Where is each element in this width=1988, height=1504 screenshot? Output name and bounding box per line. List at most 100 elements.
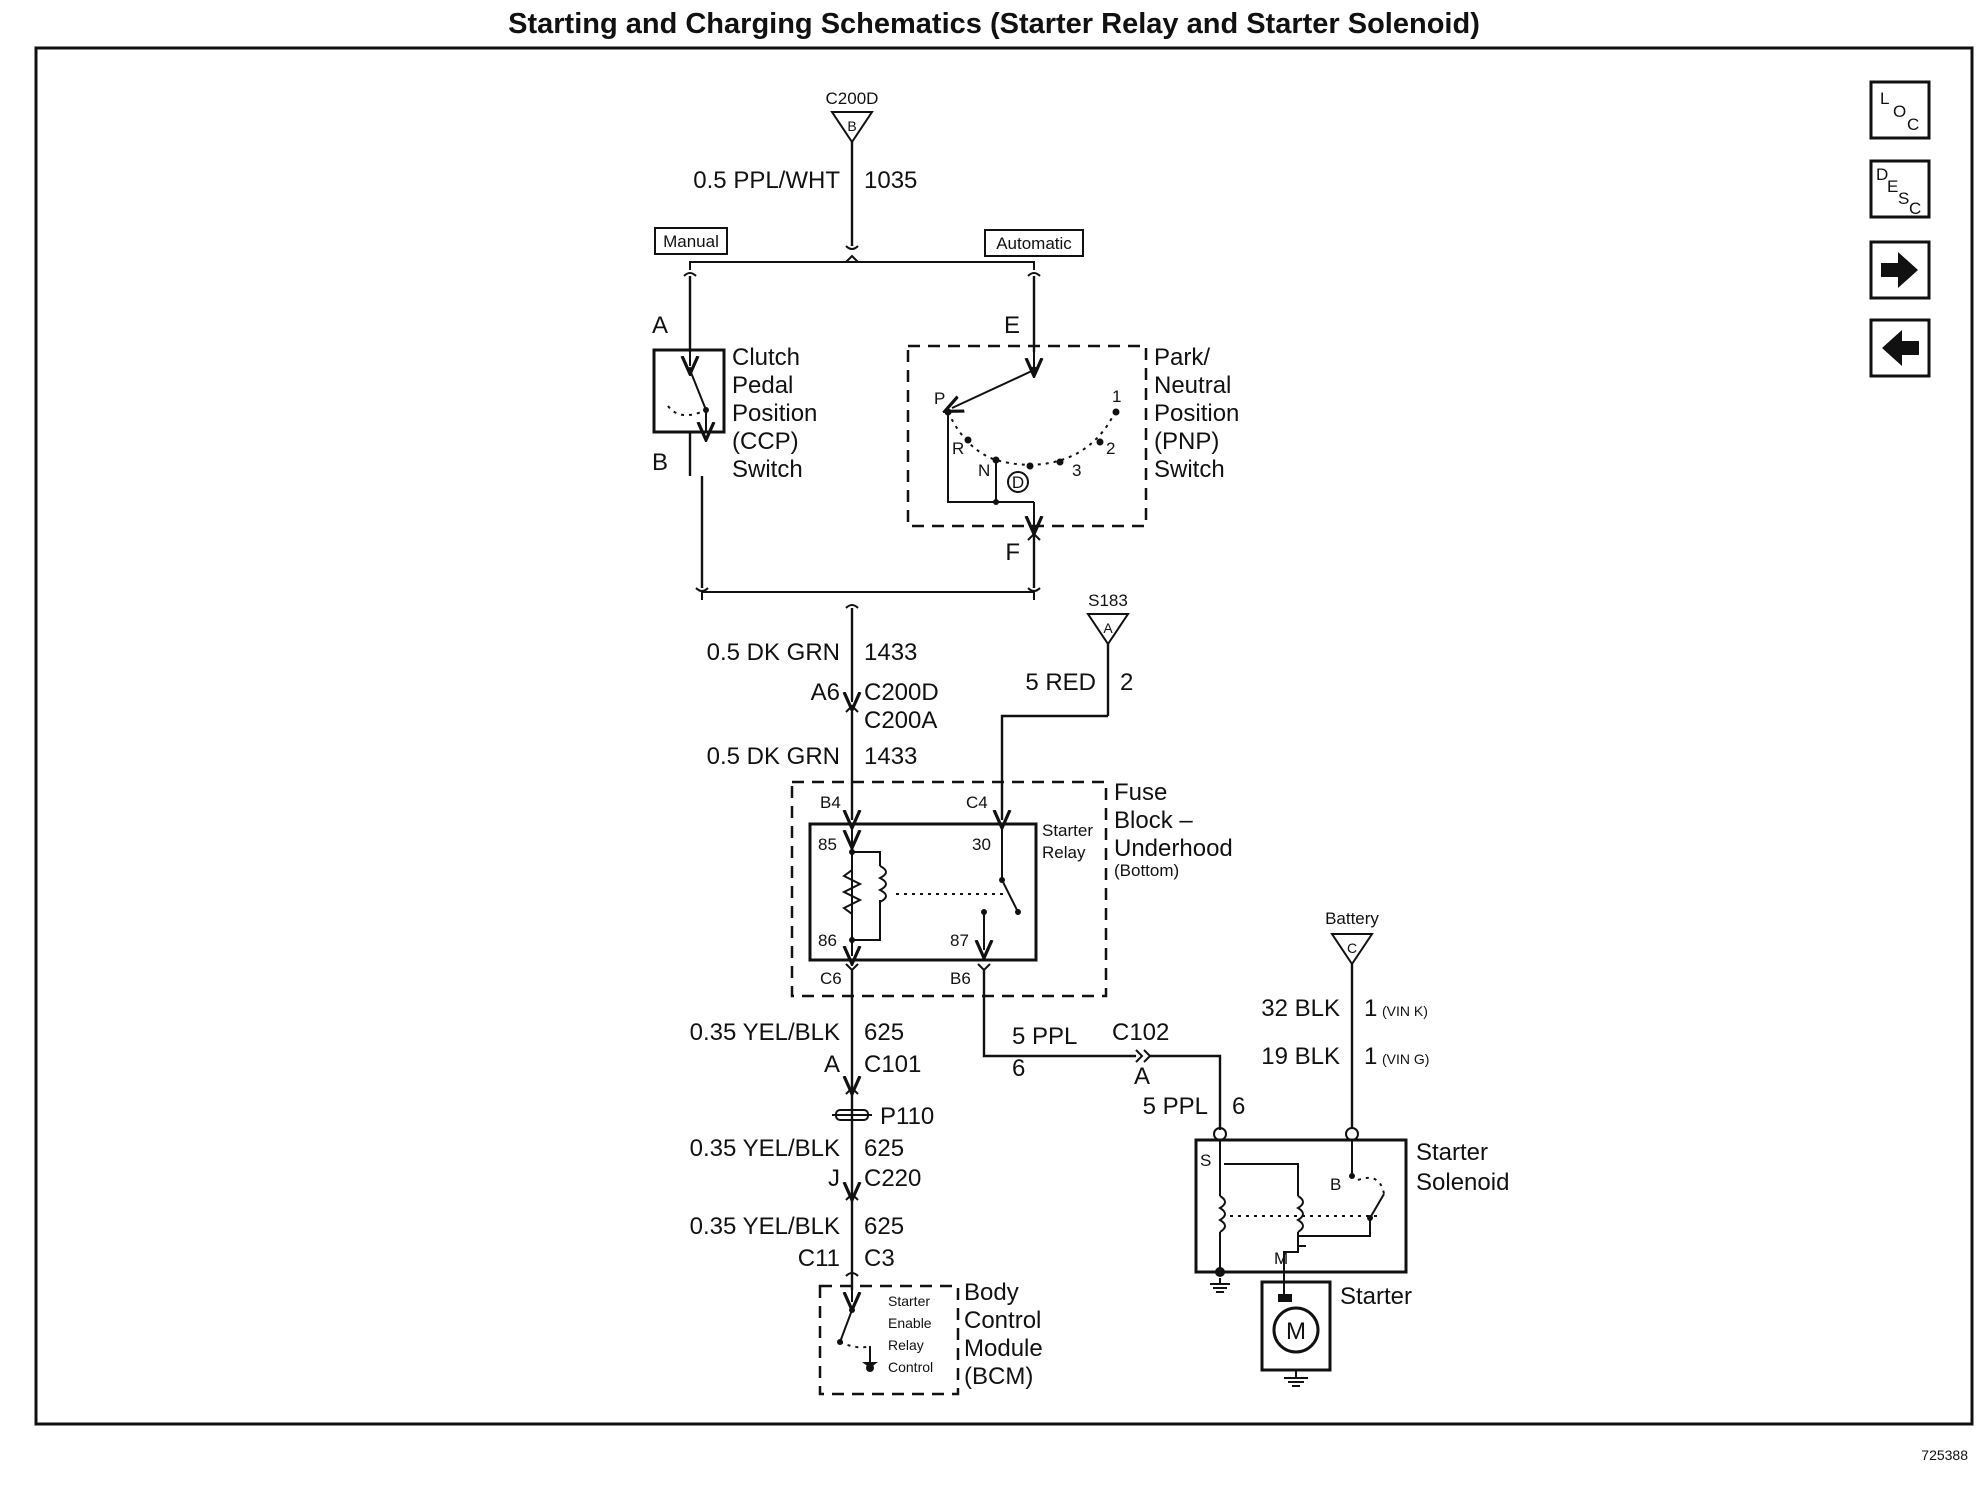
next-arrow-button[interactable] [1869, 240, 1931, 300]
relay-pin-85: 85 [818, 835, 837, 854]
bcm-internal-label: Starter Enable Relay Control [888, 1293, 933, 1375]
starter-solenoid-label: Starter Solenoid [1416, 1139, 1509, 1196]
connector-c101: C101 [864, 1051, 921, 1078]
svg-text:P110: P110 [880, 1103, 934, 1130]
connector-c102: C102 [1112, 1019, 1169, 1046]
svg-text:(Bottom): (Bottom) [1114, 861, 1179, 880]
connector-c200a: C200A [864, 707, 937, 734]
pin-c4: C4 [966, 793, 988, 812]
bcm-label: Body Control Module (BCM) [964, 1279, 1043, 1390]
pnp-switch-label: Park/ Neutral Position (PNP) Switch [1154, 344, 1239, 483]
ccp-pin-b: B [652, 449, 668, 476]
svg-text:2: 2 [1106, 439, 1115, 458]
svg-text:Module: Module [964, 1335, 1043, 1362]
starter-relay-label: Starter Relay [1042, 821, 1093, 862]
connector-c200d-top: C200D B [826, 89, 879, 144]
wire-625-b-circuit: 625 [864, 1135, 904, 1162]
svg-text:1: 1 [1112, 387, 1121, 406]
svg-text:Enable: Enable [888, 1315, 932, 1331]
pin-c11: C11 [798, 1245, 840, 1272]
svg-text:C: C [1347, 940, 1357, 956]
splice-s183: S183 A [1086, 591, 1130, 646]
ccp-pin-a: A [652, 312, 668, 339]
svg-text:N: N [978, 461, 990, 480]
automatic-option-label: Automatic [984, 229, 1084, 257]
page-title: Starting and Charging Schematics (Starte… [508, 8, 1480, 40]
wire-6-a-circuit: 6 [1012, 1055, 1025, 1082]
svg-text:3: 3 [1072, 461, 1081, 480]
wire-1-g-circuit: 1 [1364, 1043, 1377, 1070]
ccp-switch-label: Clutch Pedal Position (CCP) Switch [732, 344, 817, 483]
wire-1433-top-color: 0.5 DK GRN [707, 639, 840, 666]
svg-text:Clutch: Clutch [732, 344, 800, 371]
description-button[interactable]: D E S C [1869, 159, 1931, 219]
wire-625-b-color: 0.35 YEL/BLK [690, 1135, 840, 1162]
svg-text:(BCM): (BCM) [964, 1363, 1033, 1390]
svg-text:D: D [1876, 165, 1888, 184]
svg-text:Park/: Park/ [1154, 344, 1210, 371]
wire-1-g-note: (VIN G) [1382, 1051, 1429, 1067]
svg-text:Underhood: Underhood [1114, 835, 1233, 862]
battery-connector: Battery C [1325, 909, 1379, 966]
pin-a-c102: A [1134, 1063, 1150, 1090]
location-button[interactable]: L O C [1869, 80, 1931, 140]
wire-1-k-note: (VIN K) [1382, 1003, 1428, 1019]
connector-c220: C220 [864, 1165, 921, 1192]
ground-p110: P110 [832, 1103, 934, 1130]
svg-text:Control: Control [888, 1359, 933, 1375]
figure-id: 725388 [1921, 1447, 1968, 1463]
pin-b6: B6 [950, 969, 971, 988]
svg-text:D: D [1012, 473, 1024, 492]
wire-625-c-circuit: 625 [864, 1213, 904, 1240]
starter-solenoid [1194, 1138, 1408, 1274]
solenoid-pin-s: S [1200, 1151, 1211, 1170]
wire-1-g-color: 19 BLK [1261, 1043, 1340, 1070]
svg-text:O: O [1893, 102, 1906, 121]
pnp-positions: P R N D 3 2 1 [934, 387, 1121, 493]
relay-pin-86: 86 [818, 931, 837, 950]
pnp-switch-body [906, 344, 1148, 528]
pnp-pin-f: F [1005, 539, 1020, 566]
wire-2-circuit: 2 [1120, 669, 1133, 696]
svg-text:Position: Position [732, 400, 817, 427]
svg-text:C200D: C200D [826, 89, 879, 108]
wire-6-b-color: 5 PPL [1143, 1093, 1208, 1120]
wire-1-k-circuit: 1 [1364, 995, 1377, 1022]
wire-1-k-color: 32 BLK [1261, 995, 1340, 1022]
relay-pin-87: 87 [950, 931, 969, 950]
svg-text:Relay: Relay [888, 1337, 924, 1353]
solenoid-pin-b: B [1330, 1175, 1341, 1194]
svg-text:(CCP): (CCP) [732, 428, 799, 455]
svg-text:E: E [1887, 177, 1898, 196]
svg-text:A: A [1103, 620, 1113, 636]
svg-text:Body: Body [964, 1279, 1019, 1306]
connector-c3: C3 [864, 1245, 895, 1272]
pnp-pin-e: E [1004, 312, 1020, 339]
body-control-module [818, 1284, 960, 1396]
relay-pin-30: 30 [972, 835, 991, 854]
wire-1035-circuit: 1035 [864, 167, 917, 194]
svg-text:Fuse: Fuse [1114, 779, 1167, 806]
pin-j: J [828, 1165, 840, 1192]
starter-relay [808, 822, 1038, 962]
wire-6-b-circuit: 6 [1232, 1093, 1245, 1120]
pin-a6: A6 [811, 679, 840, 706]
svg-text:Block –: Block – [1114, 807, 1193, 834]
svg-text:R: R [952, 439, 964, 458]
svg-text:Switch: Switch [732, 456, 803, 483]
previous-arrow-button[interactable] [1869, 318, 1931, 378]
svg-text:C: C [1907, 115, 1919, 134]
wire-625-c-color: 0.35 YEL/BLK [690, 1213, 840, 1240]
svg-text:B: B [847, 118, 856, 134]
svg-text:Starter: Starter [1042, 821, 1093, 840]
svg-text:Switch: Switch [1154, 456, 1225, 483]
svg-text:Manual: Manual [663, 232, 719, 251]
manual-option-label: Manual [654, 227, 728, 255]
svg-text:Battery: Battery [1325, 909, 1379, 928]
svg-text:Automatic: Automatic [996, 234, 1072, 253]
motor-icon [1272, 1306, 1320, 1354]
wire-1433-bot-circuit: 1433 [864, 743, 917, 770]
svg-text:Starter: Starter [888, 1293, 930, 1309]
wire-1433-top-circuit: 1433 [864, 639, 917, 666]
wire-625-a-circuit: 625 [864, 1019, 904, 1046]
